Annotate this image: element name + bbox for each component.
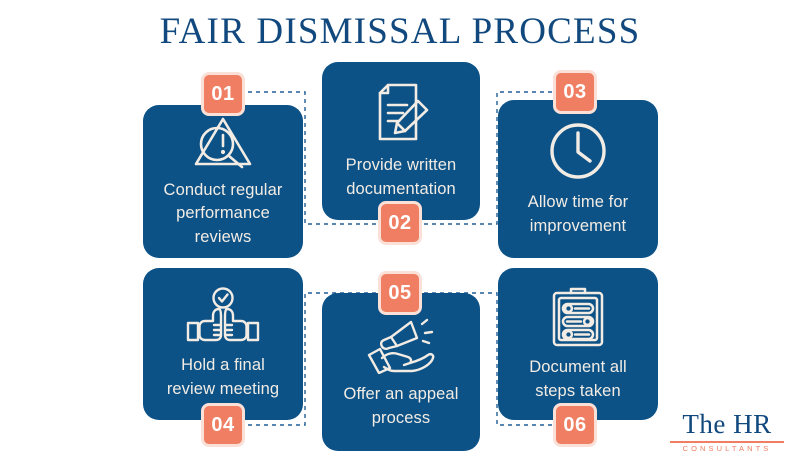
step-card-06-label: Document all steps taken bbox=[529, 358, 627, 400]
step-badge-06[interactable]: 06 bbox=[553, 403, 597, 447]
step-card-03[interactable]: Allow time for improvement bbox=[498, 100, 658, 258]
brand-logo-name: The HR bbox=[682, 409, 772, 439]
step-card-04-label: Hold a final review meeting bbox=[166, 356, 280, 398]
brand-logo-divider bbox=[670, 441, 784, 443]
step-badge-02[interactable]: 02 bbox=[378, 201, 422, 245]
page-title: FAIR DISMISSAL PROCESS bbox=[159, 11, 641, 52]
step-card-03-label: Allow time for improvement bbox=[527, 193, 629, 235]
hand-megaphone-icon bbox=[367, 318, 435, 375]
clipboard-list-icon bbox=[552, 287, 604, 347]
thumbs-up-check-icon bbox=[186, 287, 260, 342]
step-card-02-label: Provide written documentation bbox=[345, 156, 457, 198]
step-card-02[interactable]: Provide written documentation bbox=[322, 62, 480, 220]
document-pencil-icon bbox=[378, 83, 429, 141]
step-card-05-label: Offer an appeal process bbox=[343, 385, 459, 427]
connector-02-03 bbox=[424, 91, 552, 225]
step-badge-01[interactable]: 01 bbox=[201, 72, 245, 116]
step-card-04[interactable]: Hold a final review meeting bbox=[143, 268, 303, 420]
connector-01-02 bbox=[248, 91, 378, 225]
step-card-01[interactable]: Conduct regular performance reviews bbox=[143, 105, 303, 258]
step-badge-05[interactable]: 05 bbox=[378, 271, 422, 315]
warning-magnifier-icon bbox=[194, 117, 252, 169]
step-badge-04[interactable]: 04 bbox=[201, 403, 245, 447]
connector-05-06 bbox=[424, 292, 552, 426]
step-card-06[interactable]: Document all steps taken bbox=[498, 268, 658, 420]
step-card-01-label: Conduct regular performance reviews bbox=[163, 180, 283, 246]
brand-logo-tagline: CONSULTANTS bbox=[682, 443, 772, 453]
brand-logo: The HR CONSULTANTS bbox=[668, 411, 786, 452]
step-card-05[interactable]: Offer an appeal process bbox=[322, 293, 480, 451]
step-badge-03[interactable]: 03 bbox=[553, 70, 597, 114]
clock-icon bbox=[550, 123, 606, 179]
